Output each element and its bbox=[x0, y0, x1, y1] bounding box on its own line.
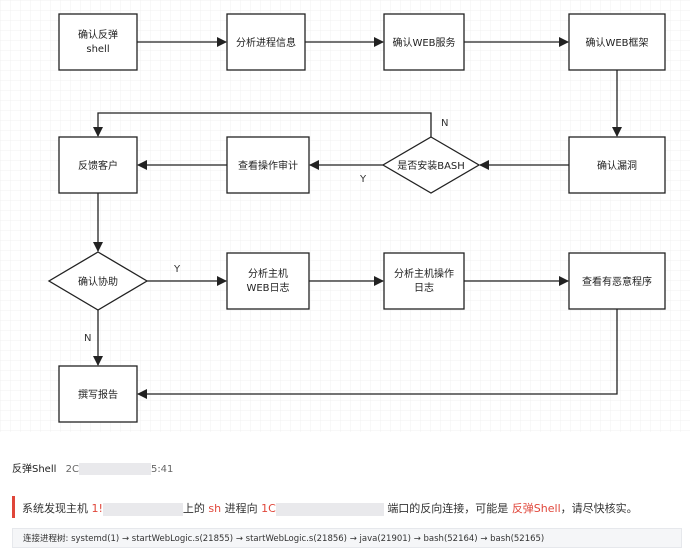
alert-time-suffix: 5:41 bbox=[150, 464, 174, 475]
node-host-op-logs bbox=[383, 252, 465, 310]
node-confirm-web-service bbox=[383, 13, 465, 71]
node-host-web-logs-line2: WEB日志 bbox=[246, 281, 289, 294]
node-bash-installed-label: 是否安装BASH bbox=[397, 159, 465, 172]
node-malware-check-label: 查看有恶意程序 bbox=[582, 275, 652, 288]
node-host-web-logs bbox=[226, 252, 310, 310]
redacted-ip2 bbox=[275, 502, 384, 516]
msg-rest: 端口的反向连接，可能是 bbox=[387, 502, 509, 515]
redacted-timestamp bbox=[78, 463, 151, 475]
node-confirm-web-service-label: 确认WEB服务 bbox=[392, 36, 455, 49]
msg-threat: 反弹Shell bbox=[511, 502, 561, 515]
node-feedback-customer-label: 反馈客户 bbox=[78, 159, 118, 172]
node-confirm-web-framework bbox=[568, 13, 666, 71]
node-confirm-shell bbox=[58, 13, 138, 71]
node-host-op-logs-line2: 日志 bbox=[414, 281, 434, 294]
redacted-ip1 bbox=[102, 502, 183, 516]
msg-ip2: 1C bbox=[261, 502, 276, 515]
edge-label-y-bash: Y bbox=[359, 174, 367, 185]
grid-background bbox=[0, 0, 690, 432]
node-confirm-assist-label: 确认协助 bbox=[78, 275, 118, 288]
node-confirm-shell-line1: 确认反弹 bbox=[78, 28, 118, 41]
edge-label-y-assist: Y bbox=[173, 264, 181, 275]
process-chain-value: systemd(1) → startWebLogic.s(21855) → st… bbox=[71, 534, 545, 544]
node-malware-check bbox=[568, 252, 666, 310]
process-chain: 连接进程树: systemd(1) → startWebLogic.s(2185… bbox=[23, 532, 544, 544]
node-host-op-logs-line1: 分析主机操作 bbox=[394, 267, 454, 280]
node-confirm-vuln-label: 确认漏洞 bbox=[597, 159, 637, 172]
alert-message: 系统发现主机 1! 上的 sh 进程向 1C 端口的反向连接，可能是 反弹Shel… bbox=[22, 500, 638, 516]
alert-panel: 反弹Shell 2C 5:41 系统发现主机 1! 上的 sh 进程向 1C 端口的… bbox=[0, 432, 690, 553]
node-audit-ops-label: 查看操作审计 bbox=[238, 159, 298, 172]
node-write-report bbox=[58, 365, 138, 423]
msg-ip1: 1! bbox=[91, 502, 103, 515]
edge-label-n-assist: N bbox=[84, 333, 91, 344]
msg-end: ，请尽快核实。 bbox=[560, 502, 638, 515]
node-confirm-shell-line2: shell bbox=[86, 44, 109, 55]
node-feedback-customer bbox=[58, 136, 138, 194]
alert-title: 反弹Shell bbox=[12, 464, 57, 475]
node-host-web-logs-line1: 分析主机 bbox=[248, 267, 288, 280]
process-chain-box: 连接进程树: systemd(1) → startWebLogic.s(2185… bbox=[12, 528, 682, 548]
node-analyze-process-label: 分析进程信息 bbox=[236, 36, 296, 49]
node-write-report-label: 撰写报告 bbox=[78, 388, 118, 401]
msg-to: 进程向 bbox=[224, 502, 258, 515]
node-analyze-process bbox=[226, 13, 306, 71]
edge-bash-no-to-feedback bbox=[93, 112, 432, 137]
msg-prefix: 系统发现主机 bbox=[22, 502, 88, 515]
edge-malware-to-report bbox=[137, 309, 618, 399]
alert-severity-bar bbox=[12, 496, 15, 518]
alert-timestamp: 2C 5:41 bbox=[65, 463, 174, 475]
alert-time-prefix: 2C bbox=[65, 464, 79, 475]
flowchart: 确认反弹 shell 分析进程信息 确认WEB服务 确认WEB框架 是否安装BA… bbox=[0, 0, 690, 432]
msg-on: 上的 bbox=[182, 502, 205, 515]
process-chain-label: 连接进程树: bbox=[23, 534, 69, 544]
node-confirm-web-framework-label: 确认WEB框架 bbox=[585, 36, 648, 49]
node-bash-installed bbox=[381, 136, 481, 194]
msg-process: sh bbox=[208, 502, 222, 515]
alert-header: 反弹Shell 2C 5:41 bbox=[12, 460, 173, 475]
edge-label-n-bash: N bbox=[441, 118, 448, 129]
